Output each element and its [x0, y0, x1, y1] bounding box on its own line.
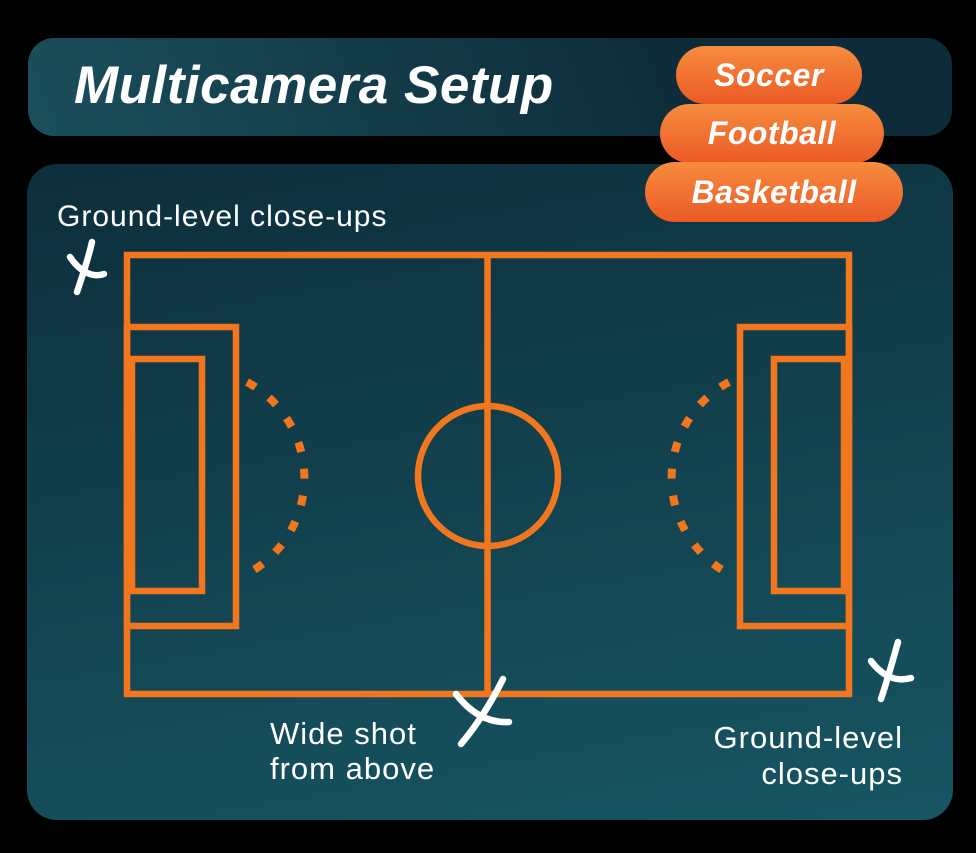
page-title: Multicamera Setup	[74, 56, 554, 115]
header-bar: Multicamera Setup	[28, 38, 952, 136]
label-top-left-line1: Ground-level close-ups	[57, 200, 388, 233]
label-bottom-right-line2: close-ups	[761, 756, 903, 791]
label-ground-level-close-ups-bottom-right: Ground-level close-ups	[714, 720, 903, 792]
label-bottom-center-line2: from above	[270, 751, 436, 786]
label-ground-level-close-ups-top-left: Ground-level close-ups	[57, 200, 387, 234]
label-bottom-right-line1: Ground-level	[713, 720, 903, 755]
label-wide-shot-from-above: Wide shot from above	[270, 716, 435, 786]
label-bottom-center-line1: Wide shot	[270, 716, 417, 751]
